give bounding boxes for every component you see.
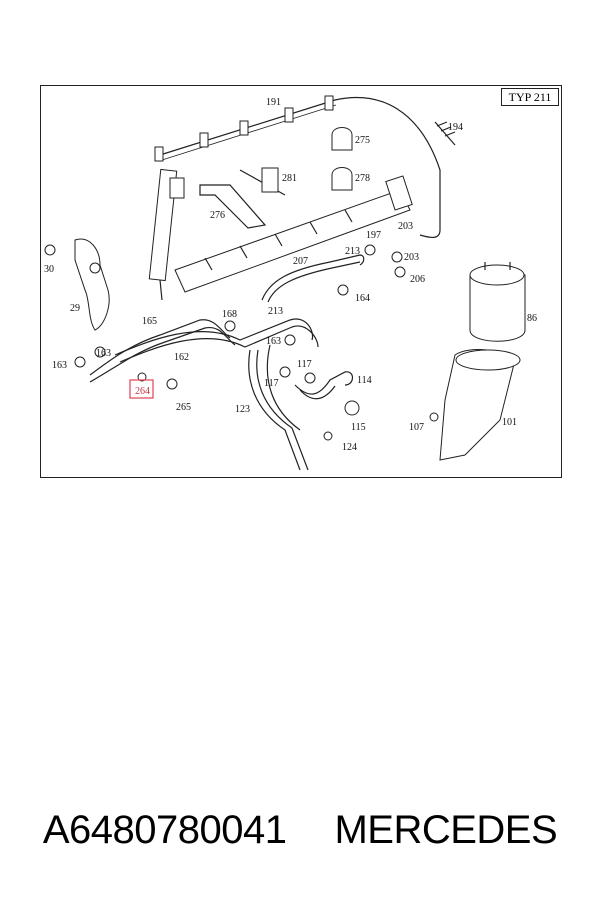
callout-213: 213 (345, 246, 360, 257)
callout-265: 265 (176, 402, 191, 413)
callout-117-b: 117 (264, 378, 279, 389)
callouts: 191 194 275 281 278 276 203 197 213 203 … (44, 97, 537, 453)
callout-115: 115 (351, 422, 366, 433)
callout-29: 29 (70, 303, 80, 314)
callout-213-b: 213 (268, 306, 283, 317)
injector (148, 168, 185, 301)
callout-281: 281 (282, 173, 297, 184)
callout-114: 114 (357, 375, 372, 386)
callout-162: 162 (174, 352, 189, 363)
filter-holder (439, 349, 521, 461)
callout-165: 165 (142, 316, 157, 327)
bracket (199, 167, 286, 229)
callout-206: 206 (410, 274, 425, 285)
callout-123: 123 (235, 404, 250, 415)
callout-194: 194 (448, 122, 463, 133)
callout-164: 164 (355, 293, 370, 304)
leakoff-line (154, 95, 441, 238)
callout-86: 86 (527, 313, 537, 324)
fuel-rail (174, 175, 413, 293)
callout-101: 101 (502, 417, 517, 428)
callout-163-b: 163 (52, 360, 67, 371)
brand-name: MERCEDES (334, 807, 558, 852)
callout-30: 30 (44, 264, 54, 275)
callout-278: 278 (355, 173, 370, 184)
callout-276: 276 (210, 210, 225, 221)
callout-207: 207 (293, 256, 308, 267)
caption: A6480780041 MERCEDES (0, 800, 600, 860)
callout-168: 168 (222, 309, 237, 320)
part-number: A6480780041 (42, 807, 287, 852)
callout-275: 275 (355, 135, 370, 146)
highlight-box (129, 379, 154, 399)
fuel-filter (469, 262, 526, 342)
callout-191: 191 (266, 97, 281, 108)
callout-197: 197 (366, 230, 381, 241)
callout-203-b: 203 (404, 252, 419, 263)
callout-163-a: 163 (96, 348, 111, 359)
type-label: TYP 211 (501, 88, 559, 106)
callout-203: 203 (398, 221, 413, 232)
callout-107: 107 (409, 422, 424, 433)
callout-163-c: 163 (266, 336, 281, 347)
callout-117-a: 117 (297, 359, 312, 370)
callout-124: 124 (342, 442, 357, 453)
callout-264: 264 (135, 386, 150, 397)
